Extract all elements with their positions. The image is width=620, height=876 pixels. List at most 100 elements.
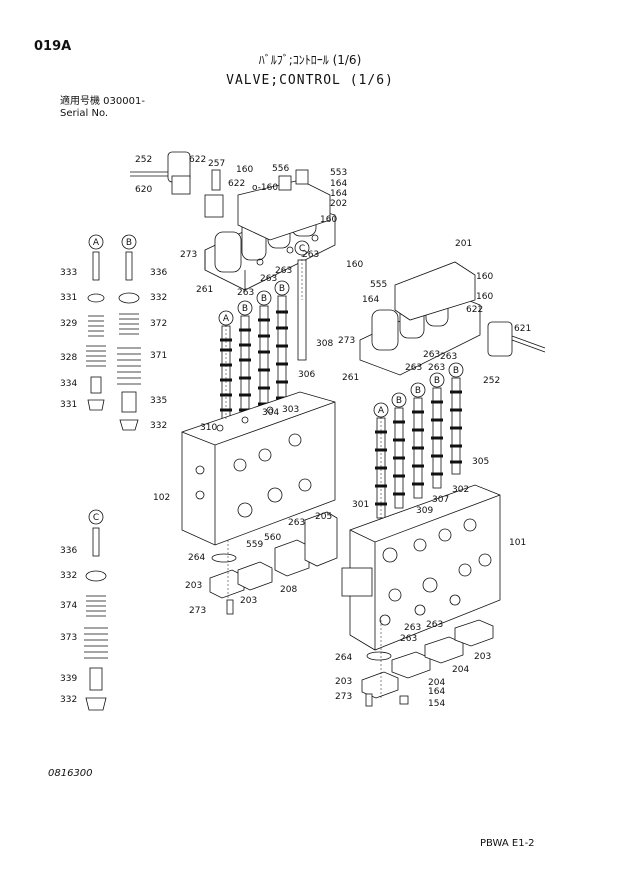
drawing-number: 0816300 <box>48 768 93 779</box>
left-spring-stack-b <box>117 251 141 431</box>
svg-text:261: 261 <box>342 373 359 383</box>
svg-text:332: 332 <box>60 695 77 705</box>
svg-text:263: 263 <box>404 623 421 633</box>
svg-text:204: 204 <box>428 678 445 688</box>
covers-right <box>361 619 494 707</box>
svg-text:A: A <box>223 314 230 324</box>
svg-text:C: C <box>93 513 99 523</box>
upper-valve-housing <box>204 179 336 291</box>
svg-text:263: 263 <box>428 363 445 373</box>
svg-text:160: 160 <box>476 292 493 302</box>
svg-text:332: 332 <box>150 293 167 303</box>
svg-text:C: C <box>299 244 305 254</box>
svg-text:263: 263 <box>237 288 254 298</box>
svg-text:203: 203 <box>185 581 202 591</box>
svg-text:264: 264 <box>188 553 205 563</box>
svg-text:336: 336 <box>150 268 167 278</box>
svg-text:164: 164 <box>362 295 379 305</box>
svg-text:304: 304 <box>262 408 279 418</box>
svg-text:154: 154 <box>428 699 445 709</box>
valve-block-101 <box>341 484 501 651</box>
svg-text:306: 306 <box>298 370 315 380</box>
title-japanese: ﾊﾞﾙﾌﾞ;ｺﾝﾄﾛｰﾙ (1/6) <box>258 53 362 67</box>
svg-text:621: 621 <box>514 324 531 334</box>
svg-text:620: 620 <box>135 185 152 195</box>
valve-block-102 <box>181 391 336 546</box>
svg-text:263: 263 <box>275 266 292 276</box>
svg-text:160: 160 <box>346 260 363 270</box>
svg-text:o-160: o-160 <box>252 183 278 193</box>
svg-text:333: 333 <box>60 268 77 278</box>
page-reference: PBWA E1-2 <box>480 838 535 849</box>
svg-text:263: 263 <box>260 274 277 284</box>
svg-text:B: B <box>453 366 459 376</box>
svg-text:203: 203 <box>474 652 491 662</box>
svg-text:252: 252 <box>483 376 500 386</box>
svg-text:263: 263 <box>423 350 440 360</box>
svg-text:101: 101 <box>509 538 526 548</box>
svg-text:B: B <box>261 294 267 304</box>
serial-label: Serial No. <box>60 108 109 119</box>
svg-text:556: 556 <box>272 164 289 174</box>
svg-text:263: 263 <box>440 352 457 362</box>
svg-text:205: 205 <box>315 512 332 522</box>
svg-text:261: 261 <box>196 285 213 295</box>
svg-text:160: 160 <box>476 272 493 282</box>
leader-lines <box>225 255 382 700</box>
svg-text:332: 332 <box>150 421 167 431</box>
solenoid-252-upper <box>130 151 224 218</box>
svg-text:334: 334 <box>60 379 77 389</box>
svg-text:302: 302 <box>452 485 469 495</box>
svg-text:335: 335 <box>150 396 167 406</box>
page-title: VALVE;CONTROL (1/6) <box>226 73 394 88</box>
svg-text:303: 303 <box>282 405 299 415</box>
svg-text:329: 329 <box>60 319 77 329</box>
svg-text:339: 339 <box>60 674 77 684</box>
svg-text:331: 331 <box>60 293 77 303</box>
svg-text:203: 203 <box>240 596 257 606</box>
svg-text:263: 263 <box>288 518 305 528</box>
svg-text:160: 160 <box>320 215 337 225</box>
svg-text:622: 622 <box>466 305 483 315</box>
svg-text:164: 164 <box>428 687 445 697</box>
svg-text:257: 257 <box>208 159 225 169</box>
svg-text:307: 307 <box>432 495 449 505</box>
svg-text:273: 273 <box>189 606 206 616</box>
svg-text:201: 201 <box>455 239 472 249</box>
svg-text:102: 102 <box>153 493 170 503</box>
svg-text:263: 263 <box>405 363 422 373</box>
svg-text:622: 622 <box>228 179 245 189</box>
svg-text:B: B <box>434 376 440 386</box>
svg-text:555: 555 <box>370 280 387 290</box>
svg-text:B: B <box>279 284 285 294</box>
svg-text:A: A <box>378 406 385 416</box>
left-spring-stack-a <box>86 251 106 411</box>
svg-text:560: 560 <box>264 533 281 543</box>
svg-text:374: 374 <box>60 601 77 611</box>
svg-text:B: B <box>415 386 421 396</box>
svg-text:336: 336 <box>60 546 77 556</box>
svg-text:264: 264 <box>335 653 352 663</box>
svg-text:372: 372 <box>150 319 167 329</box>
covers-center <box>209 511 338 615</box>
svg-text:252: 252 <box>135 155 152 165</box>
svg-text:305: 305 <box>472 457 489 467</box>
svg-text:202: 202 <box>330 199 347 209</box>
svg-text:308: 308 <box>316 339 333 349</box>
svg-text:263: 263 <box>302 250 319 260</box>
svg-text:273: 273 <box>335 692 352 702</box>
svg-text:553: 553 <box>330 168 347 178</box>
circle-labels: A B C A B B B A B B B B C <box>88 234 464 525</box>
svg-text:160: 160 <box>236 165 253 175</box>
svg-text:B: B <box>242 304 248 314</box>
plug-556 <box>278 169 309 191</box>
svg-text:B: B <box>396 396 402 406</box>
svg-text:328: 328 <box>60 353 77 363</box>
right-valve-housing <box>359 261 546 376</box>
svg-text:273: 273 <box>180 250 197 260</box>
svg-text:263: 263 <box>400 634 417 644</box>
svg-text:204: 204 <box>452 665 469 675</box>
svg-text:310: 310 <box>200 423 217 433</box>
